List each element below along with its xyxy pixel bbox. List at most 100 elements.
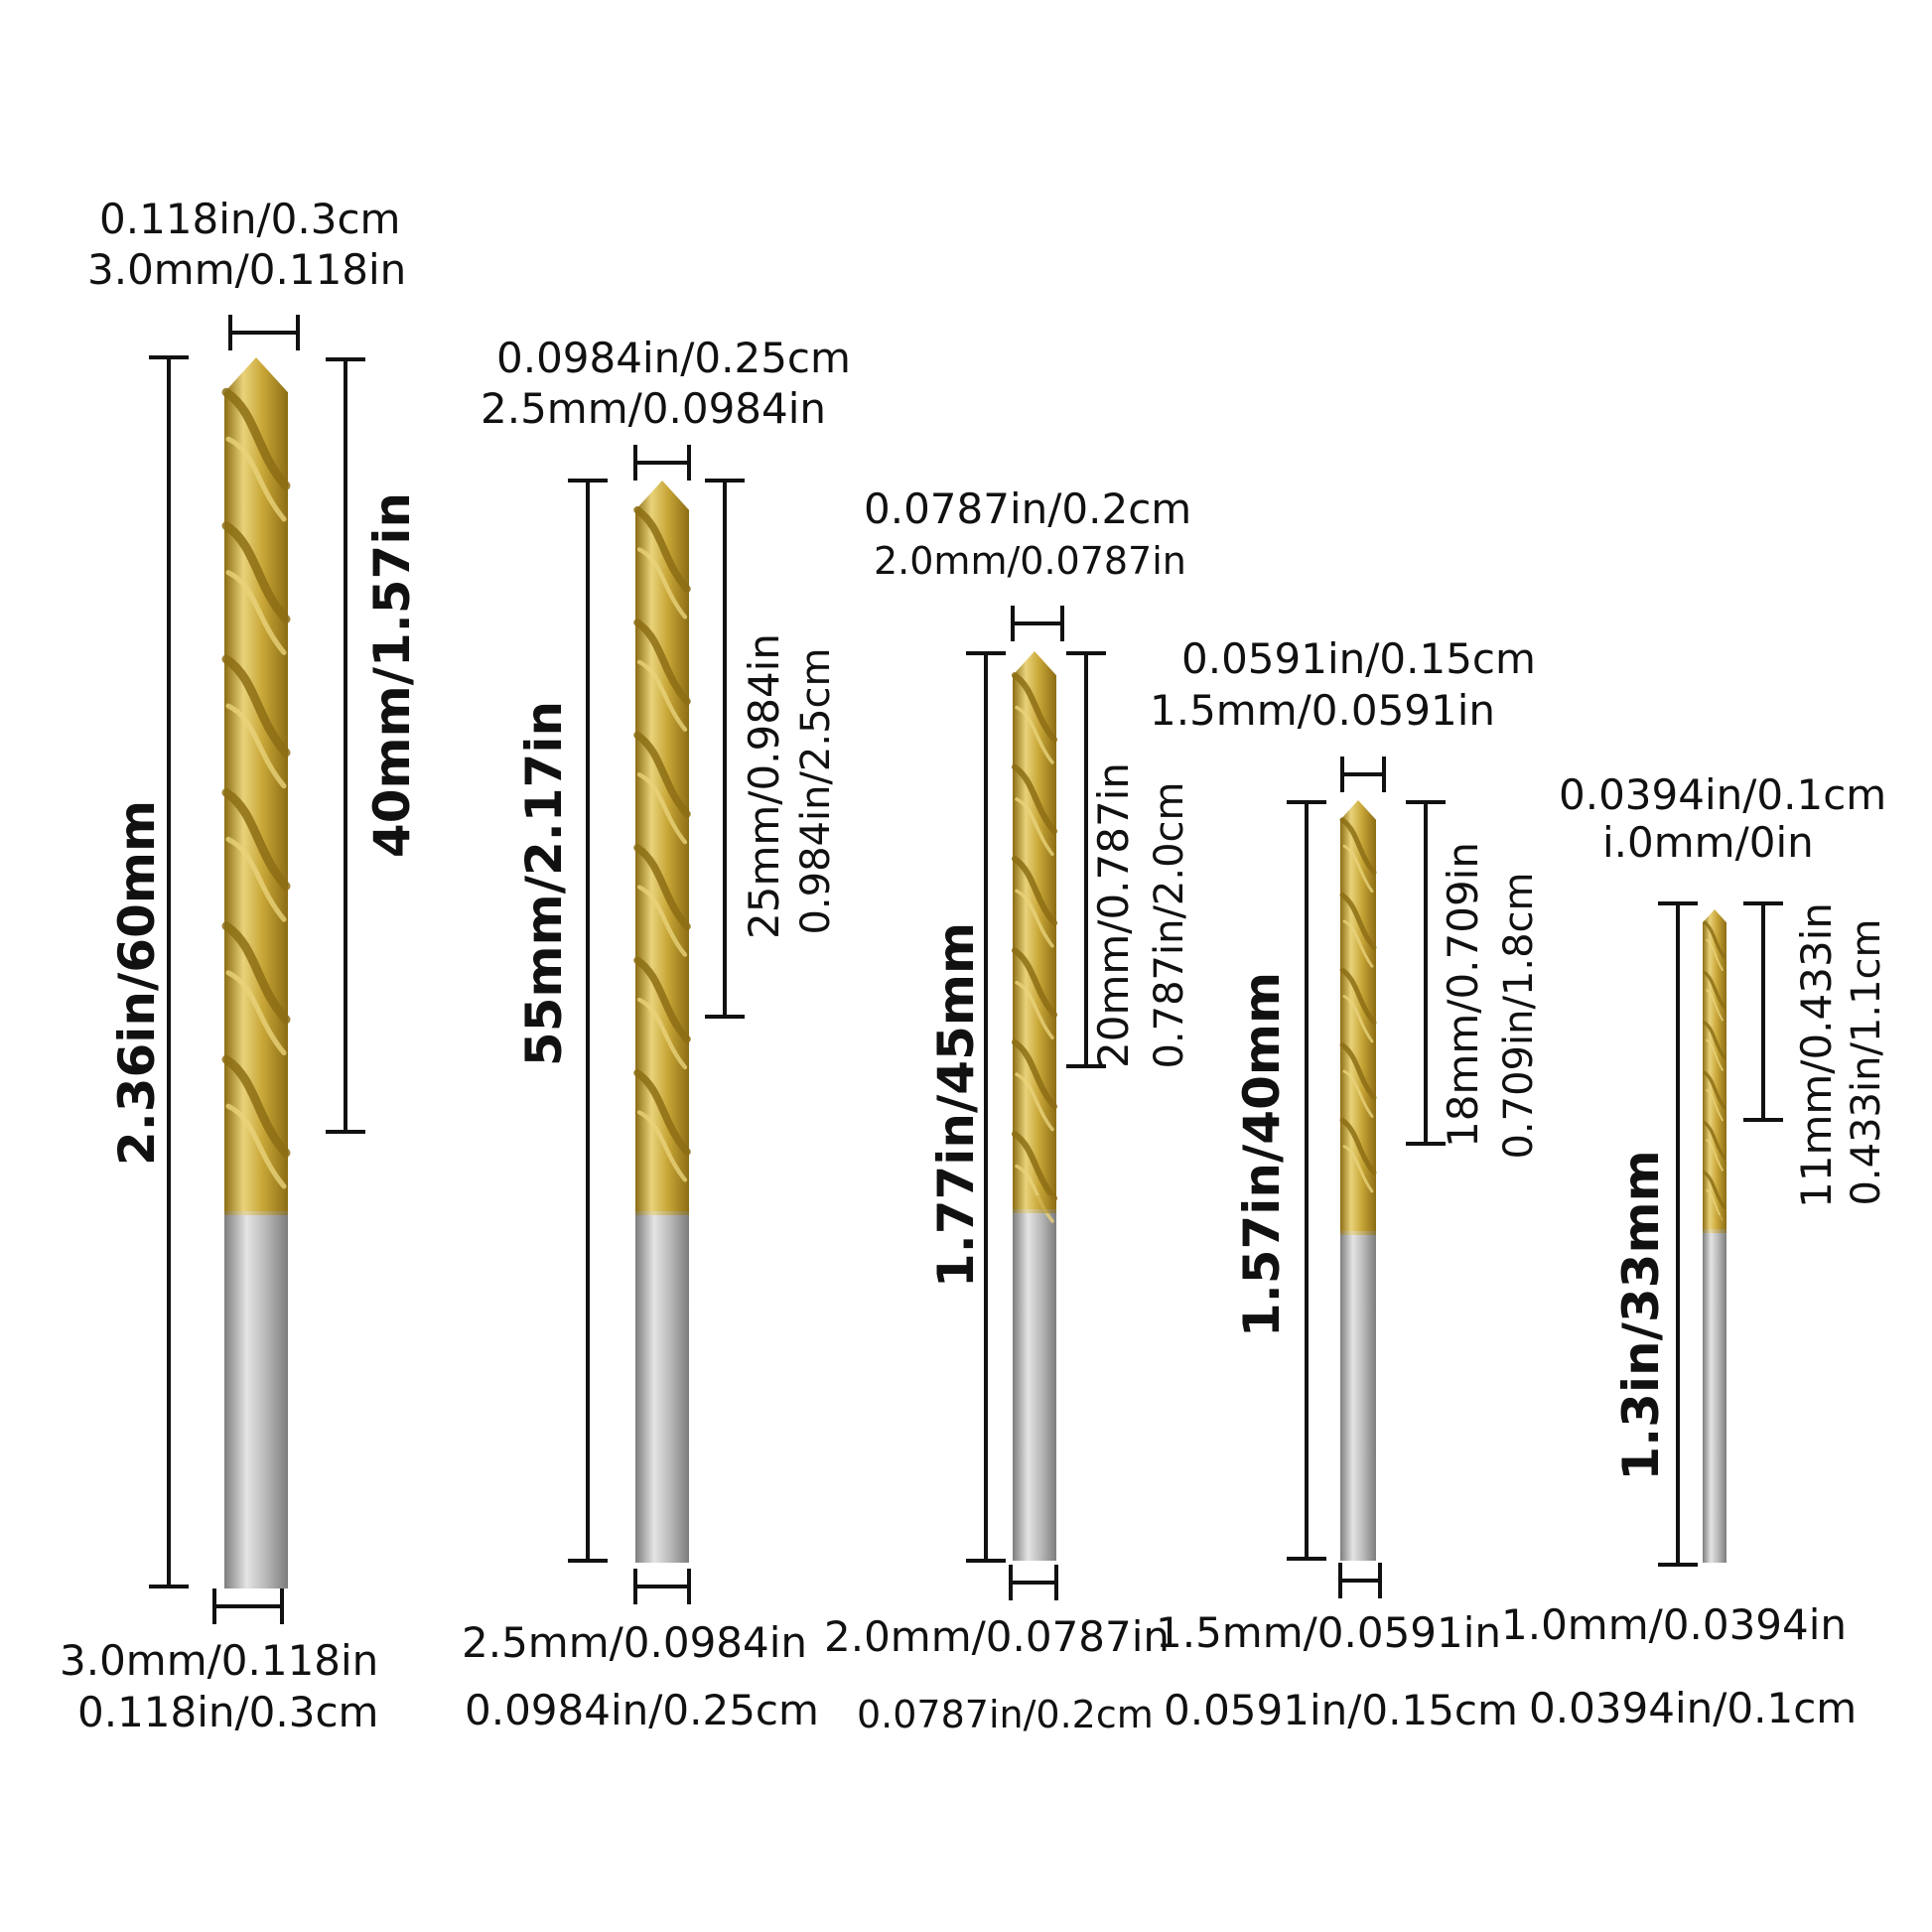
bit-4-transition bbox=[1340, 1217, 1376, 1235]
bit-1-spiral-highlight bbox=[225, 1103, 287, 1189]
bit-4-spiral-highlight bbox=[1342, 995, 1374, 1043]
bit-1-spiral-groove bbox=[221, 921, 291, 1025]
bit-3-spiral-groove bbox=[1011, 763, 1058, 835]
bit-2-spiral-highlight bbox=[636, 659, 688, 732]
bit-2-spiral-groove bbox=[633, 619, 691, 706]
bit-5-bottom-diameter-in-cm: 0.0394in/0.1cm bbox=[1529, 1684, 1858, 1732]
bit-4-spiral-highlight bbox=[1342, 1069, 1374, 1118]
bit-1-top-diameter-in-cm: 0.118in/0.3cm bbox=[99, 195, 401, 243]
bit-2-spiral-groove bbox=[633, 844, 691, 931]
bit-3-spiral-groove bbox=[1011, 1038, 1058, 1110]
bit-2-spiral-highlight bbox=[636, 1110, 688, 1182]
bit-1-spiral-highlight bbox=[225, 436, 287, 522]
bit-2-spiral-highlight bbox=[636, 885, 688, 957]
bit-3-bottom-diameter-mm-in: 2.0mm/0.0787in bbox=[824, 1612, 1171, 1661]
bit-5-flute-length-mm-in: 11mm/0.433in bbox=[1792, 902, 1841, 1208]
bit-1-spiral-groove bbox=[221, 654, 291, 758]
bit-1-spiral-highlight bbox=[225, 836, 287, 922]
bit-5-spiral-highlight bbox=[1706, 1089, 1724, 1122]
bit-1-spiral-highlight bbox=[225, 703, 287, 789]
bit-1-flute-length: 40mm/1.57in bbox=[363, 491, 421, 859]
bit-2-spiral-highlight bbox=[636, 997, 688, 1070]
bit-4-top-diameter-in-cm: 0.0591in/0.15cm bbox=[1181, 634, 1536, 683]
bit-1-spiral-highlight bbox=[225, 970, 287, 1056]
bit-4-dimension-lines bbox=[1287, 757, 1446, 1598]
bit-5-spiral-groove bbox=[1703, 920, 1726, 960]
bit-2-spiral-highlight bbox=[636, 772, 688, 845]
bit-1-spiral-groove bbox=[221, 387, 291, 490]
bit-5-dimension-lines bbox=[1658, 901, 1783, 1567]
bit-4-spiral-groove bbox=[1339, 1042, 1377, 1101]
bit-5-transition bbox=[1703, 1215, 1726, 1233]
bit-3-flute-length-in-cm: 0.787in/2.0cm bbox=[1147, 781, 1192, 1069]
bit-5-top-diameter-in-cm: 0.0394in/0.1cm bbox=[1559, 770, 1887, 819]
bit-5-spiral-groove bbox=[1703, 970, 1726, 1010]
bit-3-spiral-groove bbox=[1011, 672, 1058, 743]
bit-2-bottom-diameter-in-cm: 0.0984in/0.25cm bbox=[465, 1686, 819, 1734]
bit-1-spiral-highlight bbox=[225, 570, 287, 655]
bit-3-spiral-highlight bbox=[1015, 705, 1054, 764]
bit-4-spiral-groove bbox=[1339, 892, 1377, 950]
bit-1-spiral-groove bbox=[221, 521, 291, 624]
bit-1-top-diameter-mm-in: 3.0mm/0.118in bbox=[87, 245, 407, 294]
bit-3-top-diameter-in-cm: 0.0787in/0.2cm bbox=[864, 484, 1192, 533]
bit-5-spiral-groove bbox=[1703, 1171, 1726, 1210]
bit-2-flute-length-mm-in: 25mm/0.984in bbox=[740, 633, 788, 939]
bit-2-spiral-groove bbox=[633, 505, 691, 593]
bit-4-flute-length-mm-in: 18mm/0.709in bbox=[1439, 842, 1487, 1148]
bit-4-spiral-groove bbox=[1339, 967, 1377, 1026]
bit-5-spiral-highlight bbox=[1706, 938, 1724, 972]
bit-3-transition bbox=[1013, 1195, 1056, 1213]
bit-3-spiral-groove bbox=[1011, 947, 1058, 1019]
bit-2-spiral-groove bbox=[633, 956, 691, 1043]
bit-1-total-length: 2.36in/60mm bbox=[108, 799, 166, 1167]
bit-2-spiral-groove bbox=[633, 1068, 691, 1156]
bit-5-spiral-highlight bbox=[1706, 1139, 1724, 1172]
bit-5-flute-length-in-cm: 0.433in/1.1cm bbox=[1844, 918, 1889, 1206]
bit-5-top-diameter-mm-in: i.0mm/0in bbox=[1602, 818, 1814, 867]
bit-2-top-diameter-mm-in: 2.5mm/0.0984in bbox=[481, 384, 827, 433]
bit-1-spiral-groove bbox=[221, 1054, 291, 1158]
bit-1-dimension-lines bbox=[149, 315, 365, 1624]
bit-5-spiral-groove bbox=[1703, 1121, 1726, 1160]
bit-3-spiral-highlight bbox=[1015, 797, 1054, 857]
bit-2-total-length: 55mm/2.17in bbox=[515, 700, 573, 1067]
bit-5-spiral-groove bbox=[1703, 1021, 1726, 1059]
bit-5-spiral-highlight bbox=[1706, 989, 1724, 1022]
bit-2-flute-length-in-cm: 0.984in/2.5cm bbox=[793, 647, 839, 935]
bit-2-dimension-lines bbox=[568, 445, 745, 1604]
bit-4-spiral-highlight bbox=[1342, 844, 1374, 894]
bit-3-flute-length-mm-in: 20mm/0.787in bbox=[1089, 762, 1138, 1068]
bit-4-drill-bit bbox=[1339, 800, 1377, 1561]
bit-3-shank bbox=[1013, 1209, 1056, 1561]
bit-1-spiral-groove bbox=[221, 787, 291, 891]
bit-2-top-diameter-in-cm: 0.0984in/0.25cm bbox=[496, 334, 851, 382]
bit-4-spiral-highlight bbox=[1342, 1145, 1374, 1193]
bit-2-bottom-diameter-mm-in: 2.5mm/0.0984in bbox=[462, 1618, 808, 1667]
bit-5-spiral-highlight bbox=[1706, 1038, 1724, 1071]
bit-3-top-diameter-mm-in: 2.0mm/0.0787in bbox=[874, 539, 1186, 583]
bit-2-shank bbox=[635, 1211, 689, 1563]
bit-3-dimension-lines bbox=[966, 606, 1106, 1600]
bit-2-spiral-highlight bbox=[636, 547, 688, 620]
bit-5-shank bbox=[1703, 1229, 1726, 1563]
bit-5-spiral-groove bbox=[1703, 1070, 1726, 1110]
bit-3-bottom-diameter-in-cm: 0.0787in/0.2cm bbox=[857, 1693, 1154, 1736]
bit-4-shank bbox=[1340, 1231, 1376, 1561]
bit-4-top-diameter-mm-in: 1.5mm/0.0591in bbox=[1150, 686, 1496, 735]
bit-4-spiral-groove bbox=[1339, 817, 1377, 876]
bit-1-bottom-diameter-mm-in: 3.0mm/0.118in bbox=[60, 1636, 379, 1685]
bit-4-spiral-groove bbox=[1339, 1117, 1377, 1175]
bit-1-bottom-diameter-in-cm: 0.118in/0.3cm bbox=[77, 1688, 379, 1736]
bit-4-bottom-diameter-in-cm: 0.0591in/0.15cm bbox=[1164, 1686, 1518, 1734]
bit-2-transition bbox=[635, 1197, 689, 1215]
bit-1-flute-body bbox=[224, 357, 288, 1211]
bit-2-spiral-groove bbox=[633, 731, 691, 818]
bit-5-bottom-diameter-mm-in: 1.0mm/0.0394in bbox=[1501, 1600, 1848, 1649]
bit-3-spiral-highlight bbox=[1015, 1072, 1054, 1132]
bit-4-flute-length-in-cm: 0.709in/1.8cm bbox=[1496, 872, 1542, 1160]
bit-2-drill-bit bbox=[633, 481, 691, 1563]
bit-1-shank bbox=[224, 1211, 288, 1588]
